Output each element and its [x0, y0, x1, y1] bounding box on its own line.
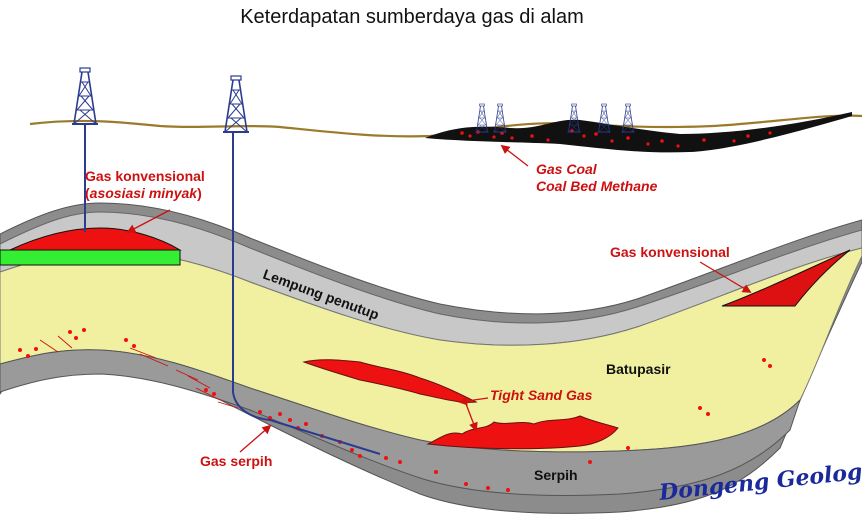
- coal-seam: [425, 112, 852, 153]
- label-coal-gas: Gas Coal: [536, 161, 598, 177]
- label-shale-gas: Gas serpih: [200, 453, 272, 469]
- diagram-title: Keterdapatan sumberdaya gas di alam: [240, 6, 584, 28]
- label-shale: Serpih: [534, 467, 578, 483]
- ground-surface-line: [29, 114, 862, 138]
- leader-arrows: [126, 144, 752, 453]
- drilling-rig-icon: [222, 75, 250, 133]
- label-tight-sand: Tight Sand Gas: [490, 387, 593, 403]
- leader-arrow-icon: [458, 396, 489, 406]
- leader-arrow-icon: [239, 424, 272, 453]
- label-conventional-assoc-sub: (asosiasi minyak): [85, 185, 202, 201]
- conventional-gas-right: [721, 249, 851, 307]
- leader-arrow-icon: [500, 144, 529, 167]
- leader-arrow-icon: [465, 403, 478, 432]
- lower-shale-band: [0, 349, 801, 496]
- conventional-gas-left: [9, 227, 182, 251]
- coal-gas-bubbles: [460, 129, 772, 148]
- leader-arrow-icon: [699, 261, 752, 293]
- label-conventional-assoc: Gas konvensional: [85, 168, 205, 184]
- label-sandstone: Batupasir: [606, 361, 671, 377]
- tight-sand-lens-upper: [302, 359, 478, 403]
- tight-sand-lens-lower: [426, 415, 619, 450]
- well-horizontal: [232, 132, 381, 455]
- leader-arrow-icon: [126, 209, 171, 233]
- drilling-rig-icon: [71, 67, 99, 125]
- oil-zone-left: [0, 249, 181, 266]
- shale-fractures: [39, 335, 239, 409]
- label-coal-bed-methane: Coal Bed Methane: [536, 178, 658, 194]
- label-conventional-right: Gas konvensional: [610, 244, 730, 260]
